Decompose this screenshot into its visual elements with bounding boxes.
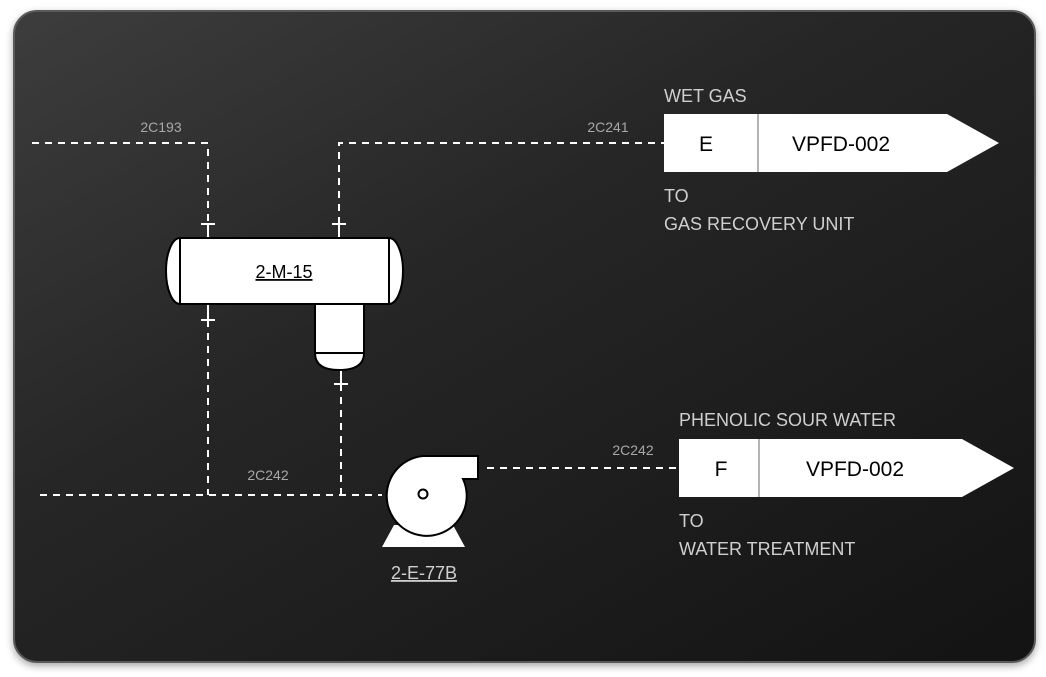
offpage-dest-line1: TO [679,511,704,531]
offpage-letter: E [699,133,713,156]
drum-boot [314,303,365,372]
line-2c241[interactable] [338,142,664,224]
offpage-flag [679,439,1014,497]
process-flow-diagram: 2-M-15 2-E-77B 2C193 2C241 2C242 2C242 W… [32,86,1014,583]
offpage-caption: WET GAS [664,86,747,106]
offpage-caption: PHENOLIC SOUR WATER [679,410,896,430]
offpage-dest-line2: WATER TREATMENT [679,539,855,559]
pump-casing [385,455,479,537]
process-lines [32,142,679,496]
offpage-dest-line1: TO [664,186,689,206]
pump-shaft-icon [417,488,429,500]
offpage-flag [664,114,999,172]
line-label-2c193: 2C193 [140,119,181,135]
drum-tag: 2-M-15 [255,262,312,282]
line-label-2c242-suction: 2C242 [247,467,288,483]
offpage-code: VPFD-002 [806,458,904,481]
pump-tag: 2-E-77B [391,563,457,583]
offpage-code: VPFD-002 [792,133,890,156]
offpage-connector-e[interactable]: WET GAS E VPFD-002 TO GAS RECOVERY UNIT [664,86,999,234]
offpage-letter: F [715,458,728,481]
diagram-panel: 2-M-15 2-E-77B 2C193 2C241 2C242 2C242 W… [13,10,1036,663]
drum-2-m-15[interactable]: 2-M-15 [165,237,404,372]
line-2c193[interactable] [32,142,209,224]
pump-2-e-77b[interactable]: 2-E-77B [382,455,479,583]
line-label-2c241: 2C241 [587,119,628,135]
offpage-connector-f[interactable]: PHENOLIC SOUR WATER F VPFD-002 TO WATER … [679,410,1014,559]
nozzle-ticks [201,223,348,385]
line-label-2c242-discharge: 2C242 [612,442,653,458]
offpage-dest-line2: GAS RECOVERY UNIT [664,214,854,234]
